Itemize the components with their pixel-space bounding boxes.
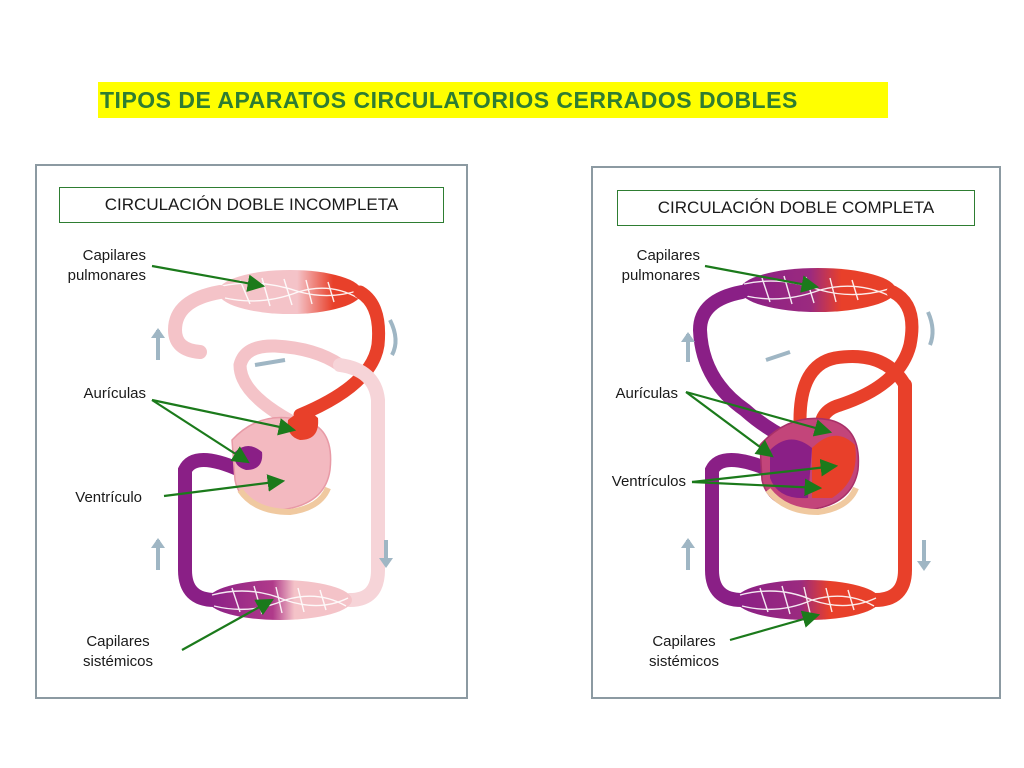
arrow-capilares-pulmonares-right <box>704 264 820 293</box>
complete-circulation-diagram <box>681 264 935 642</box>
arrow-capilares-sistemicos-right <box>729 610 821 642</box>
label-auriculas-left: Aurículas <box>83 385 146 402</box>
label-capilares-sistemicos-right: Capilares sistémicos <box>648 633 719 670</box>
arrow-auriculas-left-1 <box>151 398 297 436</box>
label-ventriculos-right: Ventrículos <box>611 473 686 490</box>
arrow-auriculas-right-1 <box>685 390 833 437</box>
systemic-capillary-bed-right <box>736 580 880 620</box>
flow-arrows-right <box>681 311 935 571</box>
pulmonary-capillary-bed <box>218 270 362 314</box>
incomplete-circulation-diagram <box>151 264 398 651</box>
label-capilares-pulmonares-right: Capilares pulmonares <box>621 247 700 284</box>
label-capilares-pulmonares-left: Capilares pulmonares <box>67 247 146 284</box>
right-ventricle-deoxy <box>770 439 812 499</box>
arrow-ventriculos-right-1 <box>691 458 839 484</box>
flow-arrows-left <box>151 319 398 570</box>
arrow-ventriculo-left <box>163 474 286 498</box>
label-auriculas-right: Aurículas <box>615 385 678 402</box>
page-title: TIPOS DE APARATOS CIRCULATORIOS CERRADOS… <box>98 82 888 118</box>
label-ventriculo-left: Ventrículo <box>75 489 142 506</box>
arrow-ventriculos-right-2 <box>691 478 823 497</box>
panel-title-incomplete: CIRCULACIÓN DOBLE INCOMPLETA <box>59 187 444 223</box>
arrow-auriculas-left-2 <box>151 399 250 464</box>
arrow-capilares-pulmonares-left <box>151 264 266 292</box>
label-capilares-sistemicos-left: Capilares sistémicos <box>82 633 153 670</box>
arrow-auriculas-right-2 <box>685 391 774 458</box>
arrow-capilares-sistemicos-left <box>181 598 274 651</box>
systemic-capillary-bed <box>208 580 352 620</box>
panel-title-complete: CIRCULACIÓN DOBLE COMPLETA <box>617 190 975 226</box>
